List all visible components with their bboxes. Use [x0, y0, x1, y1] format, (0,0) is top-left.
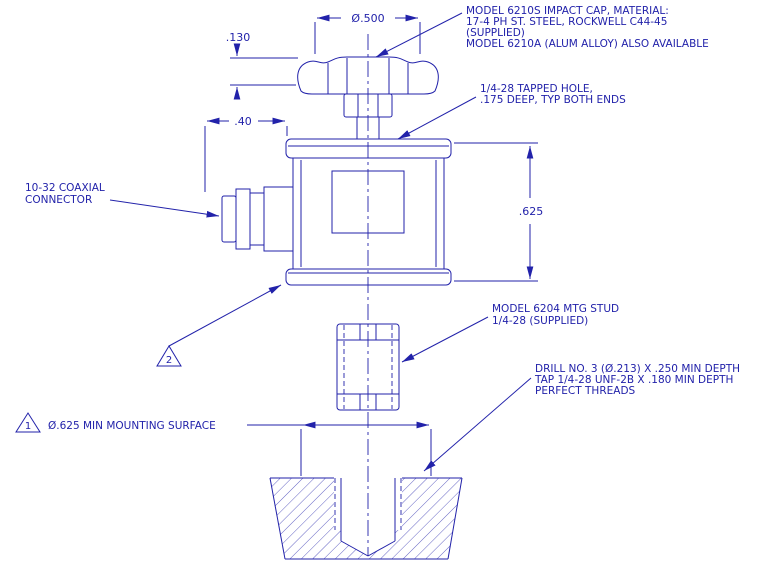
mounting-surface-section — [269, 477, 463, 560]
drill-tap-note-line2: TAP 1/4-28 UNF-2B X .180 MIN DEPTH — [534, 374, 733, 386]
flag-1-number: 1 — [25, 421, 31, 432]
dimension-connector-length: .40 — [204, 115, 288, 192]
cap-height-dimension: .130 — [226, 31, 251, 44]
drill-tap-note-line3: PERFECT THREADS — [535, 385, 636, 397]
connector-note-line1: 10-32 COAXIAL — [25, 182, 105, 194]
drill-tap-note-line1: DRILL NO. 3 (Ø.213) X .250 MIN DEPTH — [535, 363, 740, 375]
coaxial-connector-note: 10-32 COAXIAL CONNECTOR — [25, 182, 220, 218]
tapped-hole-note: 1/4-28 TAPPED HOLE, .175 DEEP, TYP BOTH … — [397, 83, 626, 140]
body-center-panel — [331, 170, 405, 234]
drill-tap-note: DRILL NO. 3 (Ø.213) X .250 MIN DEPTH TAP… — [423, 363, 740, 472]
flag-2-triangle — [156, 345, 182, 367]
mounting-surface-note-text: Ø.625 MIN MOUNTING SURFACE — [48, 420, 216, 432]
tapped-hole-note-line1: 1/4-28 TAPPED HOLE, — [480, 83, 593, 95]
body-height-dimension: .625 — [519, 205, 544, 218]
mounting-surface-note: 1 Ø.625 MIN MOUNTING SURFACE — [15, 412, 432, 476]
connector-length-dimension: .40 — [234, 115, 252, 128]
dimension-cap-diameter: Ø.500 — [314, 12, 421, 54]
impact-cap-note-line2: 17-4 PH ST. STEEL, ROCKWELL C44-45 — [466, 16, 667, 28]
dimension-body-height: .625 — [454, 142, 544, 282]
mounting-stud-drawing — [336, 323, 400, 411]
tapped-hole-note-line2: .175 DEEP, TYP BOTH ENDS — [480, 94, 626, 106]
mtg-stud-note: MODEL 6204 MTG STUD 1/4-28 (SUPPLIED) — [401, 303, 619, 363]
impact-cap-drawing — [297, 56, 439, 140]
cap-diameter-dimension: Ø.500 — [351, 12, 384, 25]
mtg-stud-note-line2: 1/4-28 (SUPPLIED) — [492, 315, 588, 327]
connector-note-line2: CONNECTOR — [25, 194, 92, 206]
mtg-stud-note-line1: MODEL 6204 MTG STUD — [492, 303, 619, 315]
coaxial-connector-drawing — [221, 186, 294, 252]
flag-2-number: 2 — [166, 355, 172, 366]
dimension-cap-height: .130 — [226, 31, 298, 100]
flag-2-callout: 2 — [156, 284, 282, 367]
body-shell — [292, 157, 445, 270]
tapped-hole-section — [334, 478, 402, 557]
flag-1-triangle — [15, 412, 41, 433]
impact-cap-note-line4: MODEL 6210A (ALUM ALLOY) ALSO AVAILABLE — [466, 38, 709, 50]
impact-cap-note-line1: MODEL 6210S IMPACT CAP, MATERIAL: — [466, 5, 669, 17]
body-top-flange — [285, 138, 452, 159]
impact-cap-note-line3: (SUPPLIED) — [466, 27, 525, 39]
impact-cap-note: MODEL 6210S IMPACT CAP, MATERIAL: 17-4 P… — [375, 5, 709, 58]
body-bottom-flange — [285, 268, 452, 286]
sensor-body-drawing — [285, 138, 452, 286]
